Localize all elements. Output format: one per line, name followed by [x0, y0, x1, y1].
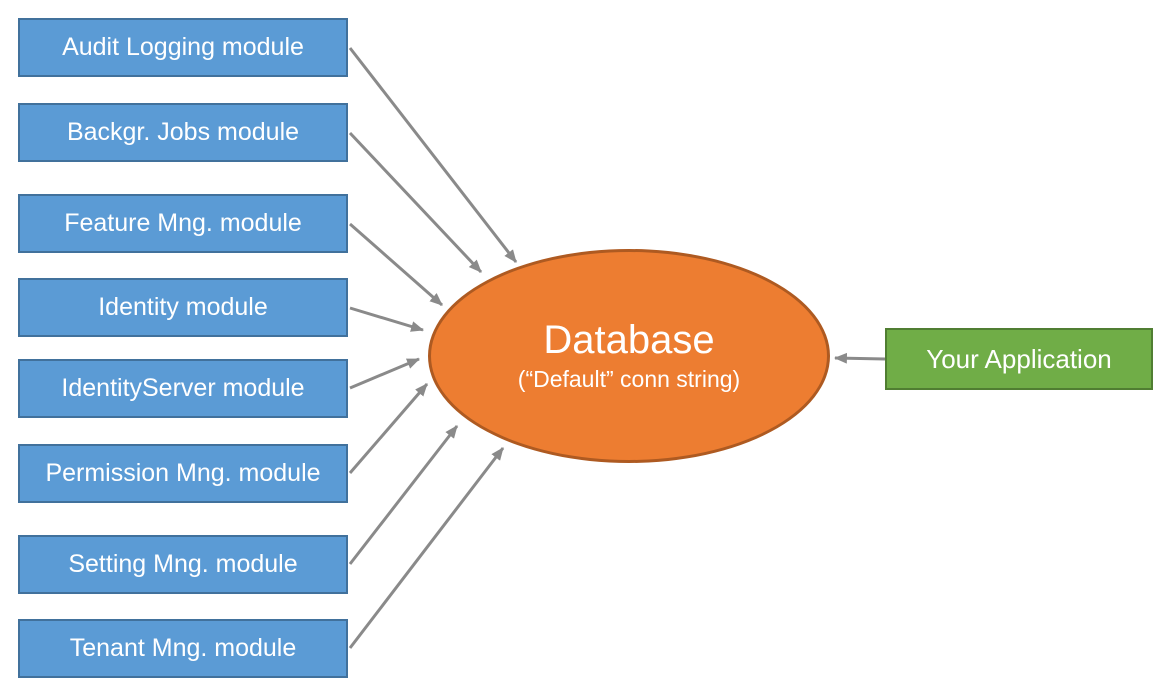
arrow-backgr-jobs-module-to-database — [348, 131, 483, 274]
module-label: Permission Mng. module — [45, 459, 321, 487]
database-title: Database — [543, 318, 715, 363]
arrow-audit-logging-module-to-database — [348, 47, 518, 263]
module-label: Tenant Mng. module — [69, 634, 297, 662]
module-label: Backgr. Jobs module — [66, 118, 300, 146]
arrow-setting-mng-module-to-database — [348, 425, 459, 565]
module-label: Audit Logging module — [62, 33, 304, 61]
module-label: Identity module — [98, 293, 268, 321]
arrow-your-application-to-database — [833, 352, 886, 364]
module-node-backgr-jobs-module: Backgr. Jobs module — [18, 103, 348, 162]
database-subtitle: (“Default” conn string) — [517, 366, 741, 393]
arrow-identity-module-to-database — [349, 306, 425, 332]
module-node-identityserver-module: IdentityServer module — [18, 359, 348, 418]
module-node-permission-mng-module: Permission Mng. module — [18, 444, 348, 503]
arrow-identityserver-module-to-database — [349, 357, 420, 390]
module-node-identity-module: Identity module — [18, 278, 348, 337]
arrow-permission-mng-module-to-database — [348, 383, 429, 474]
module-node-audit-logging-module: Audit Logging module — [18, 18, 348, 77]
application-node: Your Application — [885, 328, 1153, 390]
module-label: IdentityServer module — [61, 374, 305, 402]
arrow-tenant-mng-module-to-database — [348, 447, 505, 649]
module-node-tenant-mng-module: Tenant Mng. module — [18, 619, 348, 678]
database-node: Database (“Default” conn string) — [428, 249, 830, 463]
module-node-setting-mng-module: Setting Mng. module — [18, 535, 348, 594]
module-label: Feature Mng. module — [64, 209, 302, 237]
module-label: Setting Mng. module — [68, 550, 298, 578]
arrow-feature-mng-module-to-database — [349, 222, 443, 307]
application-label: Your Application — [926, 343, 1112, 374]
module-node-feature-mng-module: Feature Mng. module — [18, 194, 348, 253]
